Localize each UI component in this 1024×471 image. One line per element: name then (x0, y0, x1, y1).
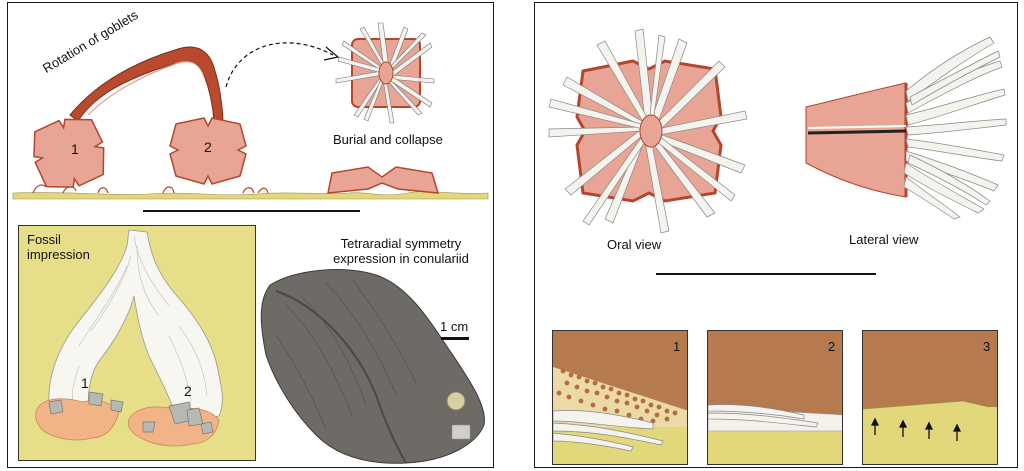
photo-bright-spot (446, 391, 466, 411)
stage-3-sediment (863, 427, 997, 464)
rotation-arrow-head (323, 46, 340, 61)
right-scale-bar (656, 273, 876, 275)
collapsed-goblet (327, 166, 440, 194)
fossil-impression-drawing (35, 229, 223, 447)
goblet-2 (169, 117, 247, 185)
stage-3-number: 3 (983, 339, 991, 354)
photo-caption: Tetraradial symmetry expression in conul… (333, 236, 469, 266)
left-panel: Rotation of goblets 1 2 Burial and colla… (7, 2, 494, 468)
lateral-view-label: Lateral view (849, 232, 919, 247)
oral-view-polyp (548, 28, 748, 234)
fossil-impression-box: Fossil impression 1 2 (18, 225, 256, 461)
burial-label: Burial and collapse (333, 132, 443, 147)
stage-1-drawing (553, 367, 687, 452)
stalk-highlight (87, 61, 205, 116)
stage-1-number: 1 (673, 339, 681, 354)
lateral-view-polyp (805, 36, 1007, 220)
fossil-branch-1-number: 1 (81, 375, 89, 391)
photo-label-patch (451, 424, 471, 440)
fossil-branch-2-number: 2 (184, 383, 192, 399)
goblet-2-number: 2 (204, 139, 212, 155)
goblet-1 (33, 118, 105, 188)
stage-3-drawing (863, 400, 997, 441)
small-polyp-top-view (335, 22, 435, 124)
conulariid-photo (260, 269, 485, 464)
stage-2-drawing (708, 404, 842, 432)
right-panel: Oral view Lateral view (534, 2, 1018, 468)
photo-scale-label: 1 cm (440, 319, 469, 334)
goblet-1-number: 1 (71, 141, 79, 157)
oral-view-label: Oral view (607, 237, 662, 252)
fossil-impression-title: Fossil impression (27, 232, 90, 262)
stage-box-2: 2 (707, 330, 843, 465)
photo-scale-bar (441, 337, 469, 340)
stage-2-number: 2 (828, 339, 836, 354)
seabed-layer (12, 191, 489, 200)
goblet-rotation-illustration (12, 22, 489, 212)
stage-box-1: 1 (552, 330, 688, 465)
rotation-arrow (225, 42, 334, 88)
stage-box-3: 3 (862, 330, 998, 465)
stage-2-sediment (708, 427, 842, 464)
